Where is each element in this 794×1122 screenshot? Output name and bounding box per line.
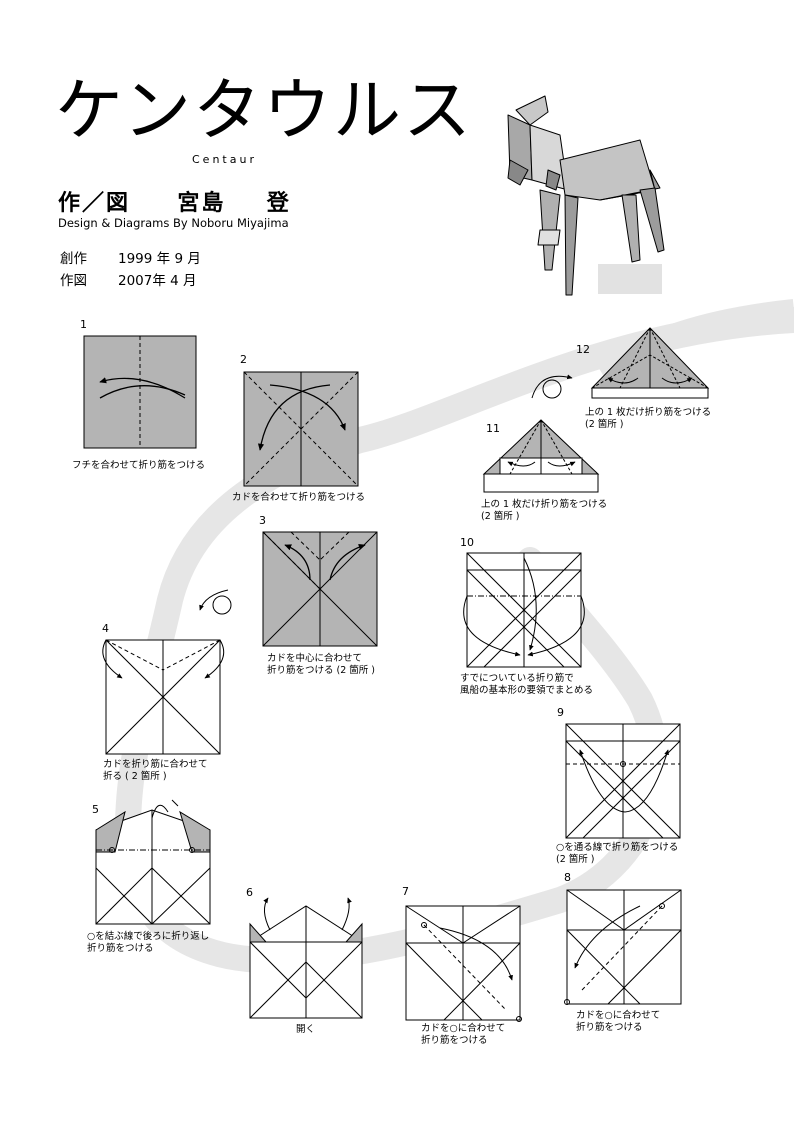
step-caption: カドを折り筋に合わせて 折る ( 2 箇所 ) [103,759,208,783]
step-caption: 開く [296,1024,315,1036]
step-number: 2 [240,353,247,366]
step-number: 4 [102,622,109,635]
step-number: 6 [246,886,253,899]
step-caption: カドを○に合わせて 折り筋をつける [421,1023,505,1047]
date-list: 創作 1999 年 9 月 作図 2007年 4 月 [60,248,201,292]
date-label: 作図 [60,270,118,292]
step-caption: フチを合わせて折り筋をつける [72,460,205,472]
step-10-diagram [464,553,585,667]
author-label: 作／図 [58,185,130,217]
step-caption: すでについている折り筋で 風船の基本形の要領でまとめる [460,673,593,697]
step-1-diagram [84,336,196,448]
step-number: 10 [460,536,474,549]
step-8-diagram [565,890,682,1005]
step-3-diagram [263,532,377,646]
page-title: ケンタウルス [55,78,473,146]
step-2-diagram [244,372,358,486]
step-caption: 上の 1 枚だけ折り筋をつける (2 箇所 ) [585,407,711,431]
date-label: 創作 [60,248,118,270]
author-line: 作／図 宮島 登 [58,185,291,217]
date-value: 2007年 4 月 [118,270,197,292]
step-caption: ○を結ぶ線で後ろに折り返し 折り筋をつける [87,931,209,955]
step-number: 9 [557,706,564,719]
step-7-diagram [406,906,522,1022]
date-row-diagrammed: 作図 2007年 4 月 [60,270,201,292]
author-english: Design & Diagrams By Noboru Miyajima [58,216,289,230]
step-number: 7 [402,885,409,898]
author-given-name: 登 [267,185,291,217]
step-number: 1 [80,318,87,331]
shadow-patch [598,264,662,294]
step-number: 5 [92,803,99,816]
date-value: 1999 年 9 月 [118,248,201,270]
step-6-diagram [250,898,362,1018]
page-subtitle: Centaur [192,153,257,166]
step-4-diagram [103,640,224,754]
author-family-name: 宮島 [177,185,225,217]
step-11-diagram [484,420,598,492]
step-caption: カドを○に合わせて 折り筋をつける [576,1010,660,1034]
date-row-created: 創作 1999 年 9 月 [60,248,201,270]
step-5-diagram [96,800,210,924]
step-number: 12 [576,343,590,356]
step-number: 11 [486,422,500,435]
step-caption: 上の 1 枚だけ折り筋をつける (2 箇所 ) [481,499,607,523]
step-9-diagram [566,724,680,838]
step-caption: ○を通る線で折り筋をつける (2 箇所 ) [556,842,678,866]
step-caption: カドを合わせて折り筋をつける [232,492,365,504]
step-caption: カドを中心に合わせて 折り筋をつける (2 箇所 ) [267,653,375,677]
step-number: 3 [259,514,266,527]
step-number: 8 [564,871,571,884]
turn-over-symbol [200,590,231,614]
